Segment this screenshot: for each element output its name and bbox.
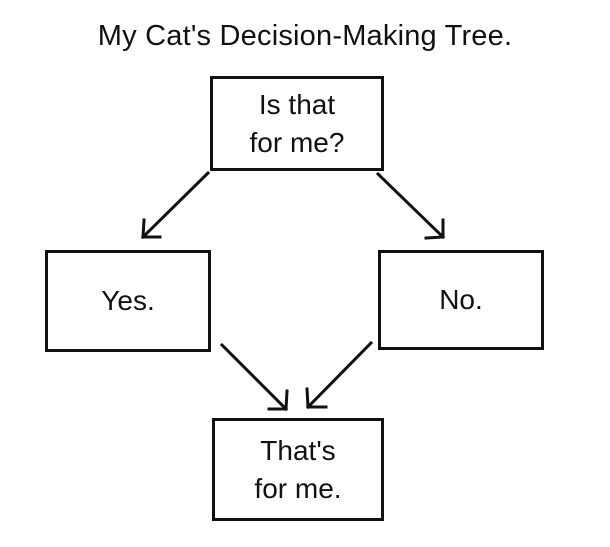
yes-node: Yes. bbox=[45, 250, 211, 352]
arrow-question-to-no bbox=[375, 171, 446, 240]
arrow-yes-to-result bbox=[219, 342, 289, 412]
diagram-title: My Cat's Decision-Making Tree. bbox=[97, 20, 513, 52]
yes-node-label: Yes. bbox=[101, 285, 155, 316]
result-node-label: That's for me. bbox=[254, 434, 342, 504]
arrow-no-to-result bbox=[305, 340, 374, 410]
no-node: No. bbox=[378, 250, 544, 350]
no-node-label: No. bbox=[439, 284, 483, 315]
arrow-question-to-yes bbox=[140, 170, 211, 240]
result-node: That's for me. bbox=[212, 418, 384, 521]
question-node-label: Is that for me? bbox=[249, 88, 345, 158]
question-node: Is that for me? bbox=[210, 76, 384, 171]
